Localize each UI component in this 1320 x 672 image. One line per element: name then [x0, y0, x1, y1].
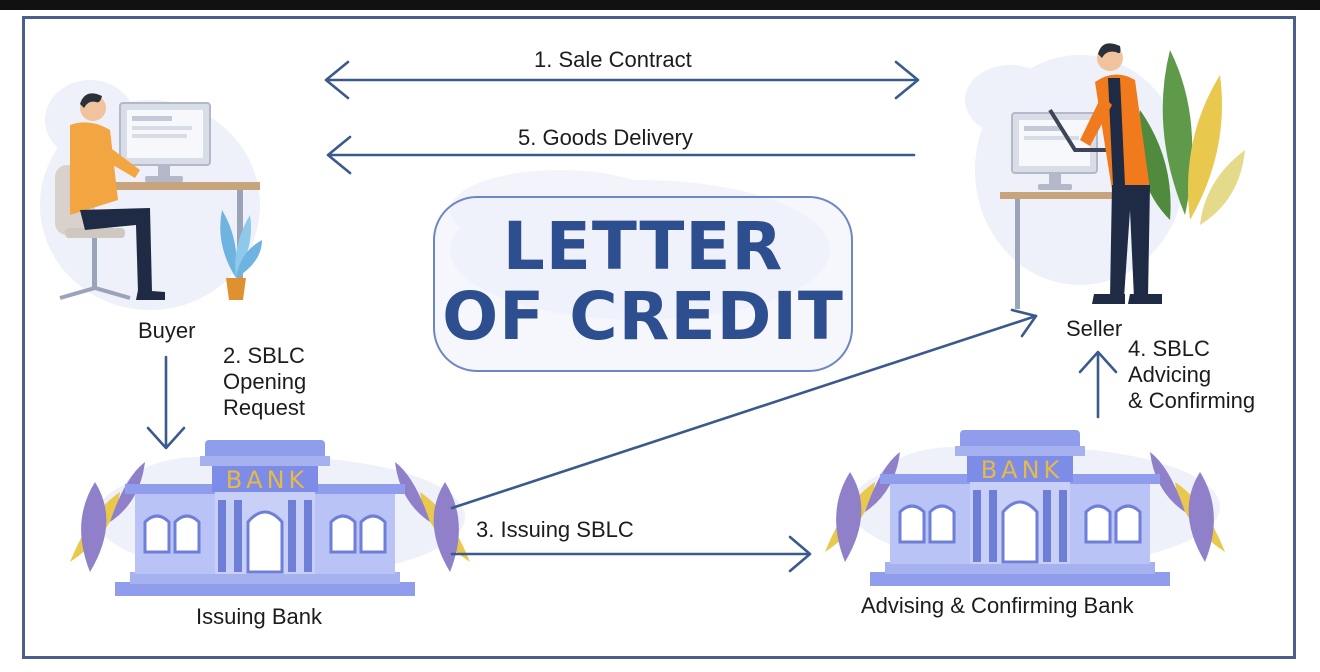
arrow-sblc-advicing — [1078, 350, 1118, 419]
advising-bank-label: Advising & Confirming Bank — [861, 593, 1134, 618]
issuing-bank-sign: BANK — [226, 466, 309, 494]
step-5-label: 5. Goods Delivery — [518, 125, 693, 150]
arrow-issuing-sblc — [450, 535, 812, 573]
top-bar — [0, 0, 1320, 10]
buyer-figure — [40, 80, 262, 310]
diagram-title: LETTER OF CREDIT — [442, 208, 844, 355]
arrow-sale-contract — [324, 60, 920, 100]
seller-figure — [965, 43, 1245, 309]
title-box — [433, 196, 853, 372]
step-2-label: 2. SBLC Opening Request — [223, 343, 307, 420]
step-4-label: 4. SBLC Advicing & Confirming — [1128, 336, 1256, 413]
issuing-bank-label: Issuing Bank — [196, 604, 322, 629]
arrow-goods-delivery — [326, 135, 916, 175]
step-3-label: 3. Issuing SBLC — [476, 517, 634, 542]
step-1-label: 1. Sale Contract — [534, 47, 692, 72]
arrow-bank-to-seller — [450, 308, 1038, 510]
advising-bank-building — [823, 428, 1227, 588]
arrow-sblc-opening-request — [146, 355, 186, 450]
seller-label: Seller — [1066, 316, 1123, 341]
issuing-bank-building — [68, 438, 472, 598]
advising-bank-sign: BANK — [981, 456, 1064, 484]
buyer-label: Buyer — [138, 318, 196, 343]
